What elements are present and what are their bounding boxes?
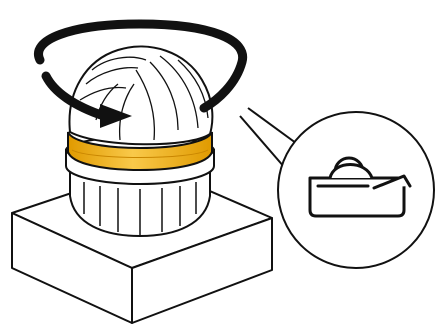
detail-circle [278,112,434,268]
wrapped-dome [69,47,212,145]
